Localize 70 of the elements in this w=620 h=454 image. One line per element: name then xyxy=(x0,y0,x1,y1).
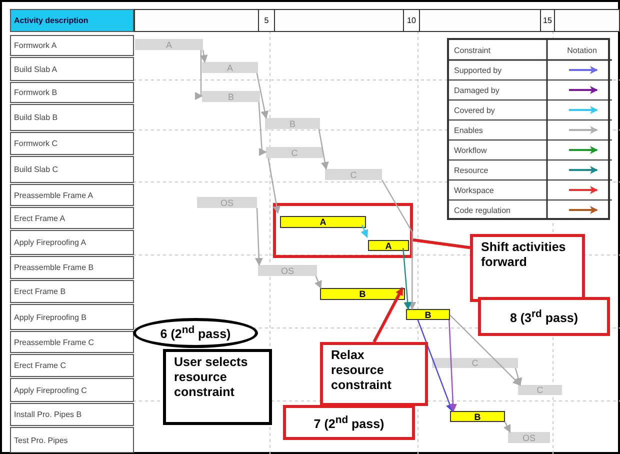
activity-name: Install Pro. Pipes B xyxy=(10,403,134,426)
highlighted-task-bar: A xyxy=(280,216,366,228)
callout-box: 8 (3$^{rd}$ pass) xyxy=(478,297,610,336)
arrow xyxy=(318,128,329,170)
activity-name: Formwork A xyxy=(10,35,134,56)
activity-name: Apply Fireproofing B xyxy=(10,304,134,330)
callout-ellipse: 6 (2$^{nd}$ pass) xyxy=(133,318,258,348)
arrow xyxy=(254,208,263,266)
task-bar: OS xyxy=(197,197,257,208)
task-bar: OS xyxy=(258,265,317,276)
highlighted-task-bar: B xyxy=(406,309,450,320)
time-tick-label: 5 xyxy=(258,9,275,32)
time-tick-label: 10 xyxy=(403,9,420,32)
activity-name: Formwork B xyxy=(10,82,134,103)
arrow xyxy=(360,224,368,238)
legend-header: Notation xyxy=(566,44,598,56)
activity-name: Preassemble Frame C xyxy=(10,331,134,353)
task-bar: B xyxy=(202,91,260,102)
activity-name: Preassemble Frame A xyxy=(10,184,134,206)
task-bar: A xyxy=(135,39,203,50)
arrow xyxy=(448,320,457,412)
time-tick-label: 15 xyxy=(540,9,555,32)
task-bar: C xyxy=(518,385,562,395)
task-bar: C xyxy=(325,169,382,180)
arrow xyxy=(381,180,416,310)
task-bar: C xyxy=(266,147,323,158)
activity-name: Erect Frame A xyxy=(10,207,134,229)
activity-name: Erect Frame C xyxy=(10,354,134,377)
activity-name: Test Pro. Pipes xyxy=(10,427,134,453)
legend-label: Workspace xyxy=(453,184,495,197)
arrow xyxy=(256,72,269,119)
highlight-frame xyxy=(273,203,413,258)
task-bar: A xyxy=(202,62,258,73)
legend-label: Covered by xyxy=(453,104,496,117)
arrow xyxy=(195,50,203,100)
activity-name: Formwork C xyxy=(10,132,134,155)
activity-name: Apply Fireproofing A xyxy=(10,230,134,255)
arrow xyxy=(417,320,454,412)
arrow xyxy=(258,102,267,156)
legend-label: Enables xyxy=(453,124,484,136)
legend-header: Constraint xyxy=(453,44,492,56)
legend-label: Workflow xyxy=(453,144,488,156)
activity-name: Build Slab B xyxy=(10,104,134,131)
highlighted-task-bar: A xyxy=(368,240,409,251)
activity-name: Build Slab C xyxy=(10,156,134,183)
arrow xyxy=(268,158,281,214)
callout-box: Relax resource constraint xyxy=(320,342,428,406)
callout-box: User selects resource constraint xyxy=(163,349,272,425)
activity-name: Preassemble Frame B xyxy=(10,256,134,279)
highlighted-task-bar: B xyxy=(320,288,405,300)
arrow xyxy=(450,314,521,386)
arrow xyxy=(514,368,522,386)
highlighted-task-bar: B xyxy=(450,411,505,422)
task-bar: OS xyxy=(508,432,550,443)
arrow xyxy=(402,248,412,310)
task-bar: B xyxy=(265,118,320,129)
task-bar: C xyxy=(432,358,518,368)
arrow xyxy=(200,50,208,63)
legend-label: Code regulation xyxy=(453,204,512,217)
activity-name: Apply Fireproofing C xyxy=(10,378,134,402)
callout-box: 7 (2$^{nd}$ pass) xyxy=(283,405,415,440)
activity-name: Build Slab A xyxy=(10,57,134,81)
column-header: Activity description xyxy=(10,9,134,32)
arrow xyxy=(503,422,511,433)
arrow xyxy=(372,287,404,343)
legend-label: Resource xyxy=(453,164,490,176)
activity-name: Erect Frame B xyxy=(10,280,134,303)
legend-label: Damaged by xyxy=(453,84,500,97)
legend-label: Supported by xyxy=(453,64,503,77)
arrow xyxy=(314,276,322,289)
